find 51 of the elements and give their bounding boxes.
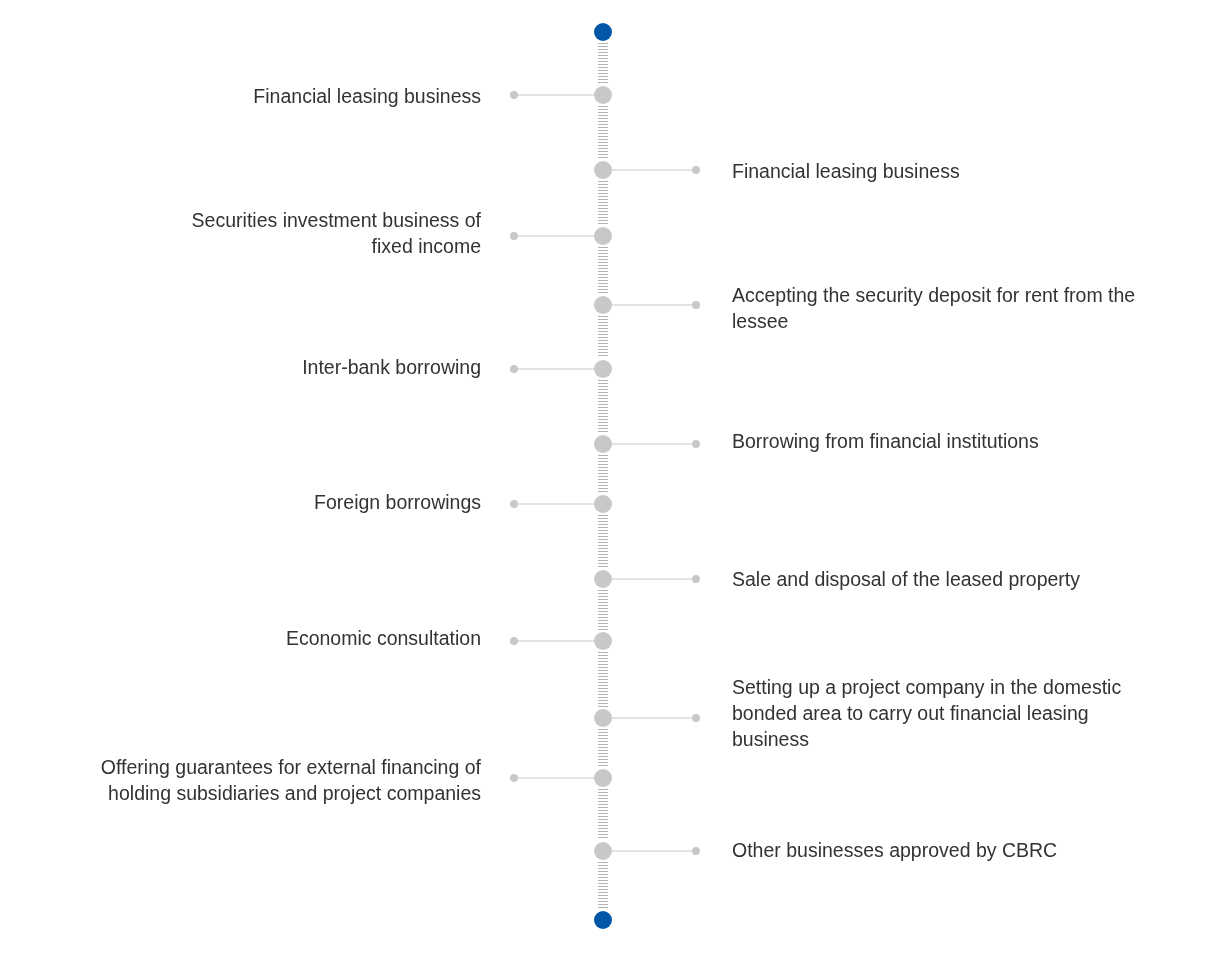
- leader-line: [611, 440, 700, 448]
- entry-text: Securities investment business of fixed income: [190, 208, 481, 259]
- timeline-spine: [598, 729, 608, 767]
- timeline-dot: [594, 360, 612, 378]
- leader-line: [611, 166, 700, 174]
- timeline-spine: [598, 590, 608, 630]
- entry-text: Financial leasing business: [732, 159, 961, 184]
- entry-text: Other businesses approved by CBRC: [732, 838, 1059, 863]
- leader-line: [611, 847, 700, 855]
- entry-text: Economic consultation: [284, 626, 481, 651]
- leader-line: [611, 714, 700, 722]
- timeline-spine: [598, 181, 608, 225]
- timeline-dot: [594, 709, 612, 727]
- timeline-spine: [598, 380, 608, 433]
- leader-line: [611, 575, 700, 583]
- timeline-dot: [594, 769, 612, 787]
- timeline-dot: [594, 570, 612, 588]
- leader-line: [510, 232, 595, 240]
- timeline-spine: [598, 515, 608, 568]
- entry-text: Financial leasing business: [252, 84, 481, 109]
- entry-text: Inter-bank borrowing: [301, 355, 481, 380]
- timeline-spine: [598, 455, 608, 493]
- timeline-dot: [594, 842, 612, 860]
- leader-line: [510, 91, 595, 99]
- timeline-dot: [594, 632, 612, 650]
- entry-text: Foreign borrowings: [313, 490, 481, 515]
- timeline-spine: [598, 789, 608, 840]
- timeline-dot: [594, 435, 612, 453]
- timeline-dot: [594, 296, 612, 314]
- timeline-spine: [598, 43, 608, 84]
- timeline-spine: [598, 247, 608, 294]
- timeline-dot: [594, 86, 612, 104]
- entry-text: Accepting the security deposit for rent from the lessee: [732, 283, 1137, 334]
- leader-line: [510, 500, 595, 508]
- timeline-dot: [594, 227, 612, 245]
- entry-text: Offering guarantees for external financing of holding subsidiaries and project companies: [99, 755, 481, 806]
- timeline-spine: [598, 652, 608, 707]
- entry-text: Setting up a project company in the domestic bonded area to carry out financial leasing business: [732, 675, 1123, 752]
- entry-text: Borrowing from financial institutions: [732, 429, 1040, 454]
- timeline-dot: [594, 911, 612, 929]
- leader-line: [611, 301, 700, 309]
- timeline-spine: [598, 316, 608, 358]
- timeline-dot: [594, 161, 612, 179]
- timeline-spine: [598, 862, 608, 909]
- timeline-dot: [594, 495, 612, 513]
- leader-line: [510, 637, 595, 645]
- entry-text: Sale and disposal of the leased property: [732, 567, 1081, 592]
- timeline-spine: [598, 106, 608, 159]
- timeline-dot: [594, 23, 612, 41]
- leader-line: [510, 774, 595, 782]
- leader-line: [510, 365, 595, 373]
